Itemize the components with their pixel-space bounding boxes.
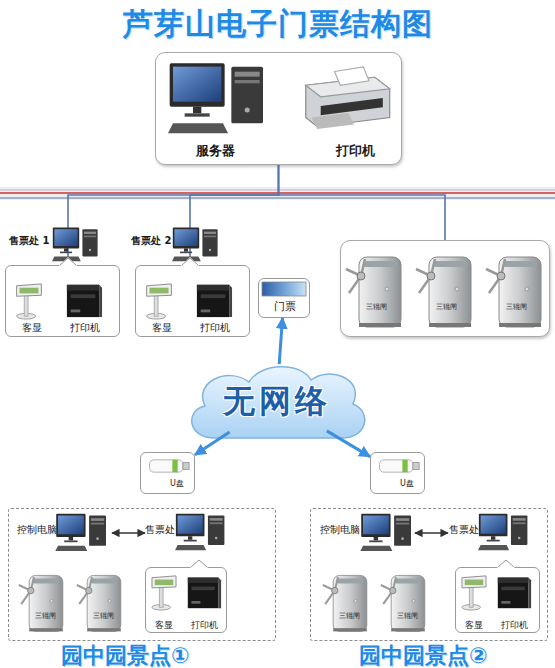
node-label: 园中园景点① (61, 645, 190, 667)
scenic-spot-box: 园中园景点①控制电脑售票处客显打印机三辊闸三辊闸 (8, 508, 276, 641)
connector (112, 532, 145, 533)
network-bus (0, 187, 555, 200)
control-pc: 控制电脑 (15, 510, 112, 556)
customer-terminal: 客显 打印机 (455, 567, 540, 633)
turnstile-pair: 三辊闸 三辊闸 (318, 568, 443, 633)
bus-line (0, 192, 555, 194)
node-label: 控制电脑 (320, 524, 360, 536)
connector (327, 431, 370, 457)
node-label: 打印机 (191, 620, 218, 631)
node-label: 客显 (465, 620, 483, 631)
server-group: 服务器 打印机 (155, 52, 402, 165)
node-label: 打印机 (70, 322, 100, 334)
node-label: 三辊闸 (436, 303, 457, 311)
connector (279, 165, 446, 240)
node-label: 门票 (274, 300, 296, 313)
office-computer (172, 228, 218, 262)
node-label: 售票处 (449, 524, 479, 536)
node-label: 园中园景点② (359, 645, 488, 667)
bus-line (0, 197, 555, 199)
node-label: 三辊闸 (93, 612, 114, 620)
node-label: U盘 (170, 479, 184, 489)
usb-drive: U盘 (140, 452, 195, 494)
node-label: 打印机 (336, 143, 375, 159)
node-label: 服务器 (196, 143, 235, 159)
node-label: 客显 (22, 322, 42, 334)
ticket-office-pc: 售票处 (448, 510, 533, 556)
diagram-title: 芦芽山电子门票结构图 (0, 6, 555, 42)
connector (195, 432, 230, 455)
control-pc: 控制电脑 (318, 510, 415, 556)
turnstile-pair: 三辊闸 三辊闸 (15, 568, 135, 633)
node-label: 客显 (155, 620, 173, 631)
node-label: 售票处 2 (131, 235, 171, 247)
usb-drive: U盘 (370, 452, 425, 494)
ticket-office-pc: 售票处 (145, 510, 225, 556)
ticket-office: 售票处 2客显打印机 (135, 265, 250, 337)
node-label: 打印机 (200, 322, 230, 334)
network-cloud: 无网络 (183, 360, 370, 442)
connector (279, 318, 282, 364)
node-label: 售票处 (145, 524, 175, 536)
ticket-office: 售票处 1客显打印机 (5, 265, 120, 337)
node-label: 无网络 (223, 382, 331, 420)
turnstile-group: 三辊闸 三辊闸 三辊闸 (340, 240, 550, 337)
cloud-shape (192, 367, 365, 438)
scenic-spot-box: 园中园景点②控制电脑售票处客显打印机三辊闸三辊闸 (310, 508, 548, 641)
node-label: 三辊闸 (35, 612, 56, 620)
node-label: 客显 (152, 322, 172, 334)
node-label: 三辊闸 (506, 303, 527, 311)
node-label: U盘 (400, 479, 414, 489)
node-label: 三辊闸 (339, 612, 360, 620)
node-label: 三辊闸 (397, 612, 418, 620)
office-computer (52, 228, 98, 262)
bus-line (0, 189, 555, 191)
customer-terminal: 客显 打印机 (145, 567, 227, 633)
connector (68, 165, 279, 265)
node-label: 三辊闸 (366, 303, 387, 311)
node-label: 控制电脑 (17, 524, 57, 536)
ticket-card: 门票 (258, 278, 310, 318)
connector (190, 165, 279, 265)
node-label: 售票处 1 (9, 235, 49, 247)
connector (415, 532, 448, 533)
node-label: 打印机 (501, 620, 528, 631)
